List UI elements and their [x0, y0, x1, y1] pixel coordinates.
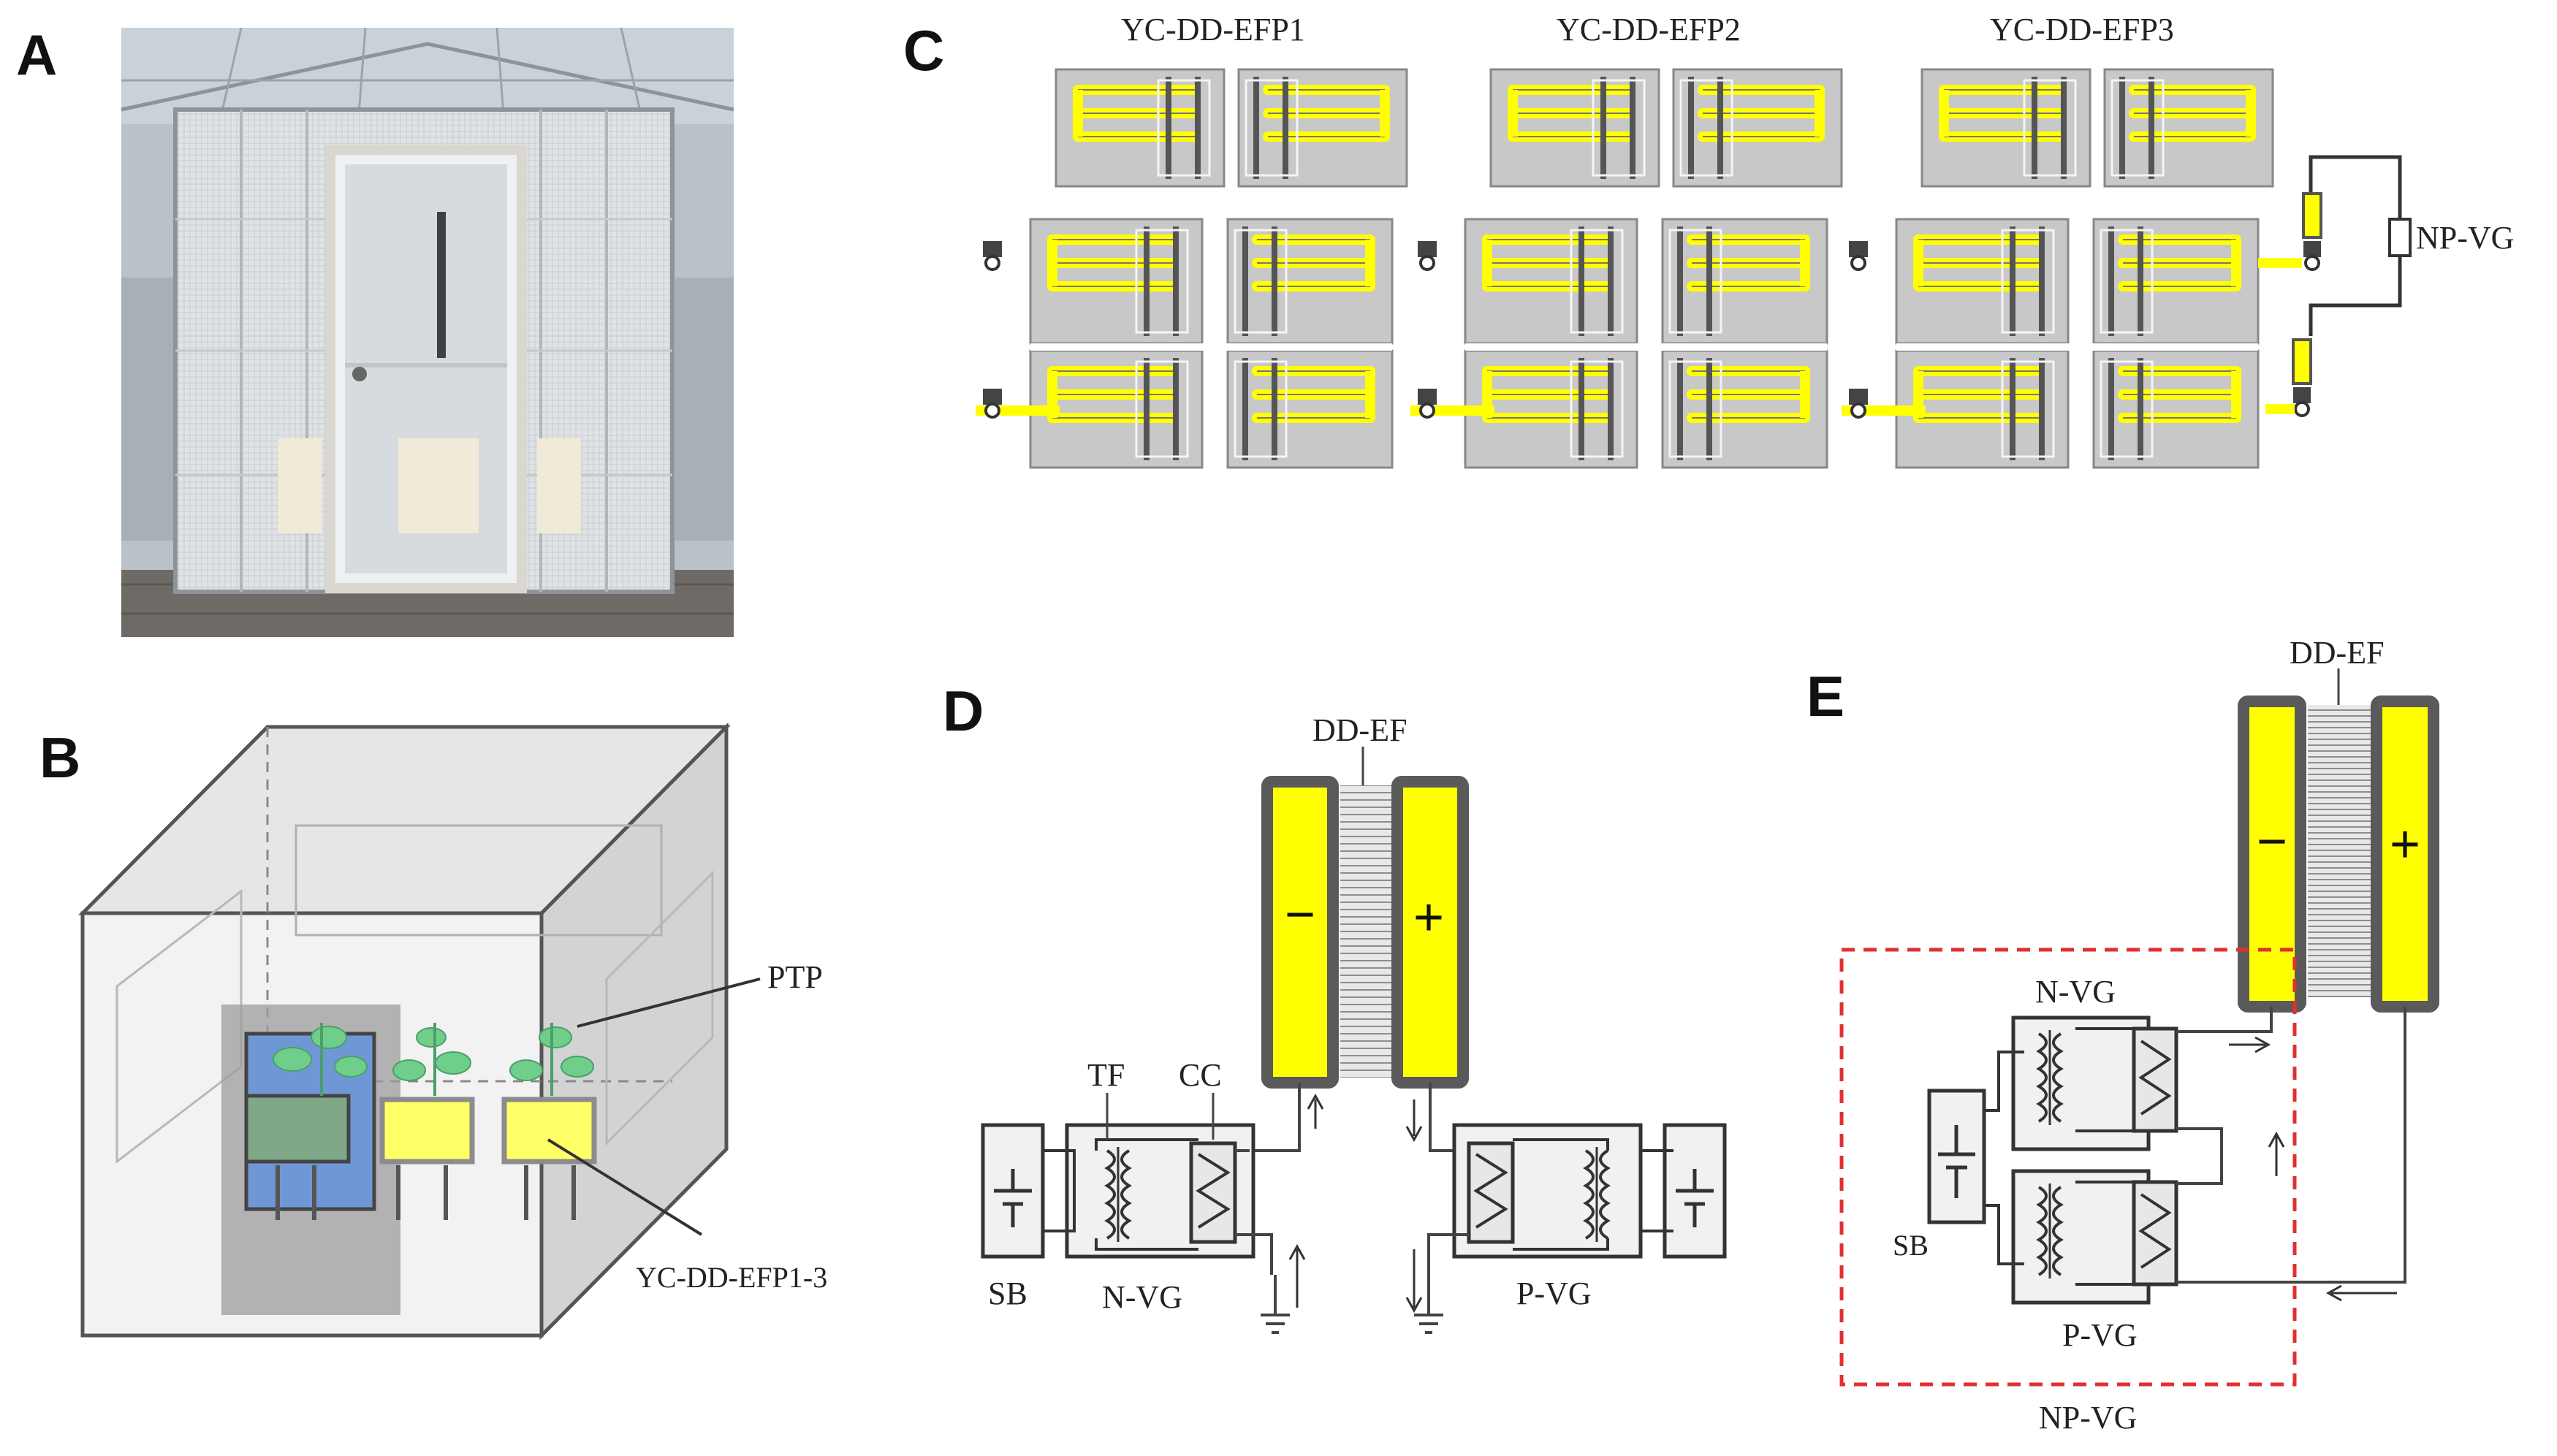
dd-ef-label-d: DD-EF: [1312, 712, 1407, 748]
p-vg-label-d: P-VG: [1516, 1276, 1592, 1311]
n-vg-label-e: N-VG: [2035, 974, 2116, 1010]
panel-d-letter: D: [943, 679, 984, 743]
device-grid: [976, 68, 2321, 469]
panel-b-letter: B: [39, 725, 80, 790]
panel-c: C YC-DD-EFP1 YC-DD-EFP2 YC-DD-EFP3 NP-VG: [903, 12, 2514, 469]
n-vg-label-d: N-VG: [1102, 1279, 1182, 1315]
pos-sign-d: +: [1413, 888, 1444, 947]
dd-ef-label-e: DD-EF: [2290, 635, 2385, 671]
panel-a-letter: A: [16, 23, 57, 87]
panel-e: E DD-EF − + N-VG P-V: [1806, 635, 2439, 1436]
sb-label-d: SB: [988, 1276, 1027, 1311]
np-vg-wire: [2309, 155, 2402, 336]
np-vg-label-e: NP-VG: [2039, 1400, 2137, 1436]
unit-label-2: YC-DD-EFP2: [1557, 12, 1741, 47]
pos-sign-e: +: [2390, 815, 2420, 874]
panel-c-letter: C: [903, 18, 944, 83]
unit-label-3: YC-DD-EFP3: [1990, 12, 2174, 47]
enclosure-box: [77, 722, 732, 1341]
p-vg-label-e: P-VG: [2062, 1317, 2138, 1353]
neg-sign-e: −: [2257, 812, 2287, 871]
panel-d: D DD-EF − + TF CC SB N-VG: [943, 679, 1727, 1334]
neg-sign-d: −: [1285, 885, 1315, 944]
greenhouse-photo: [121, 27, 734, 637]
unit-label-1: YC-DD-EFP1: [1121, 12, 1305, 47]
panel-e-letter: E: [1806, 664, 1844, 728]
np-vg-frame: [1839, 948, 2297, 1387]
sb-label-e: SB: [1893, 1229, 1929, 1262]
np-vg-label: NP-VG: [2416, 220, 2514, 256]
panel-b: B: [39, 722, 827, 1341]
ptp-label: PTP: [767, 959, 823, 995]
p-vg-box-e: [2011, 1169, 2151, 1305]
field-zone-d: [1340, 785, 1397, 1078]
field-zone-e: [2308, 705, 2372, 997]
cc-label: CC: [1179, 1057, 1222, 1093]
cc-element-d2: [1467, 1141, 1515, 1244]
np-vg-box: [2388, 218, 2412, 257]
cc-element-d1: [1189, 1141, 1237, 1244]
panel-a: A: [16, 23, 734, 637]
tf-label: TF: [1087, 1057, 1125, 1093]
sb-box-e: [1927, 1089, 1986, 1224]
device-label: YC-DD-EFP1-3: [636, 1261, 827, 1294]
